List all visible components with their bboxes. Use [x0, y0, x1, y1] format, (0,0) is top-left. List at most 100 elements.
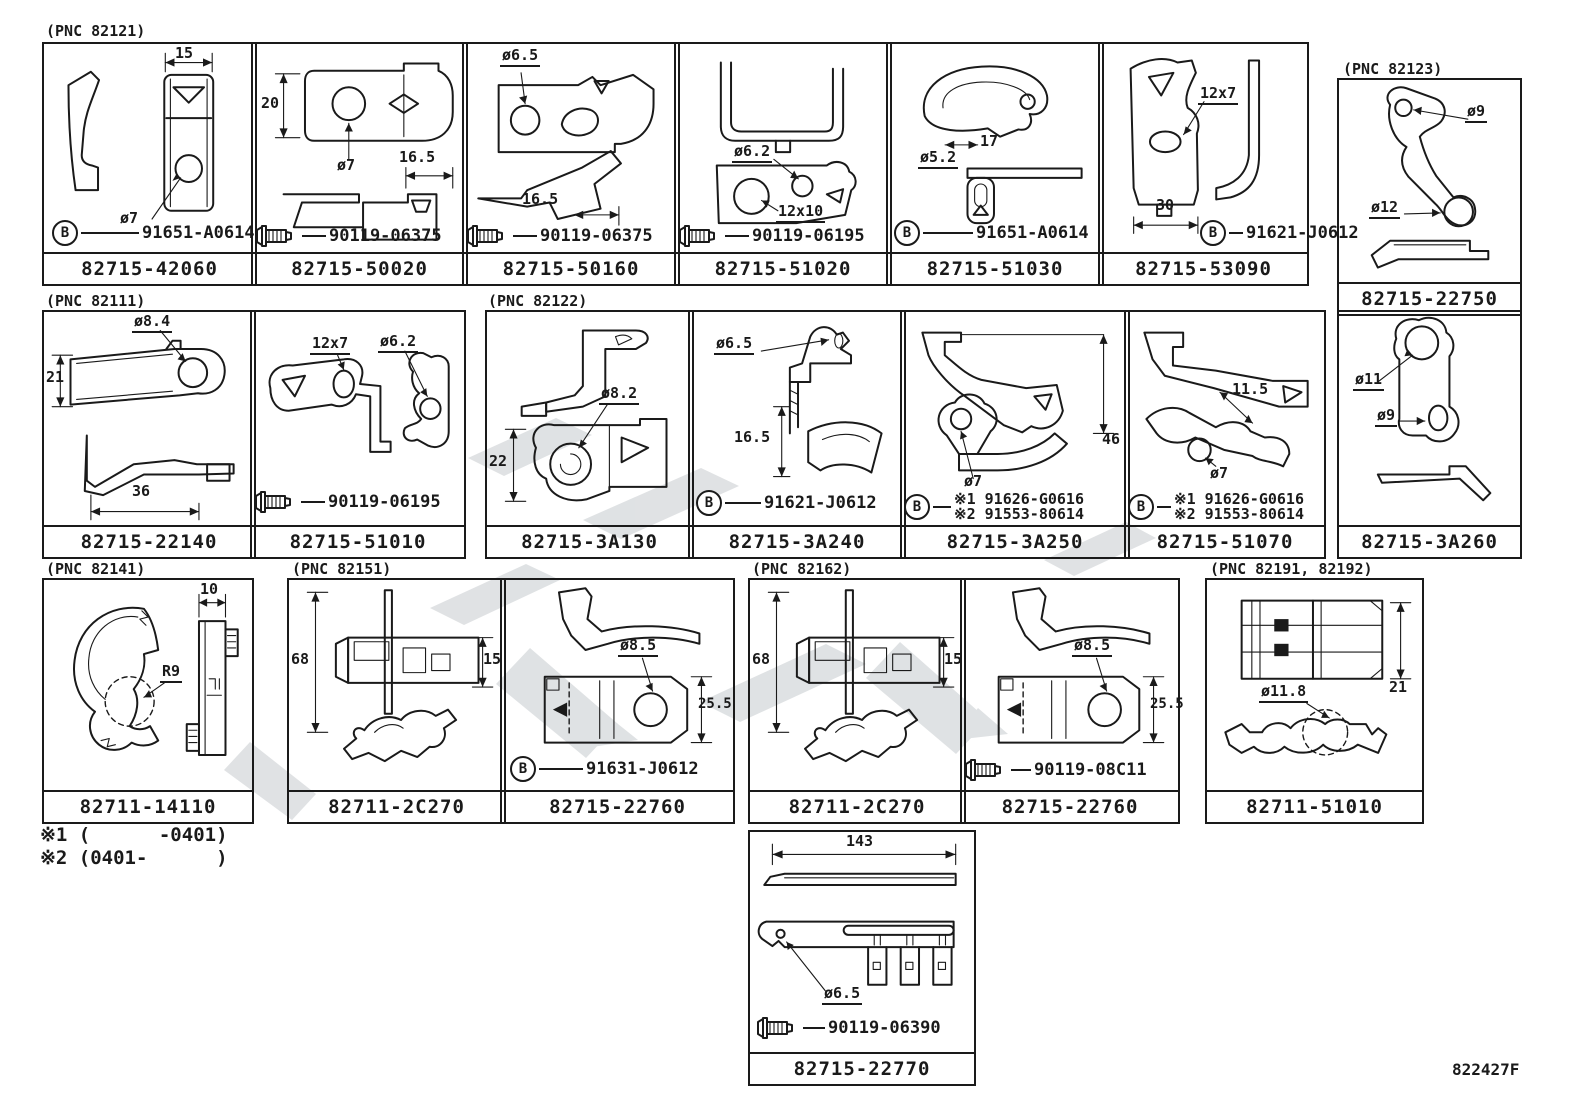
- dim-label: ø8.2: [599, 384, 640, 405]
- dim-label: ø9: [1465, 102, 1488, 123]
- part-number-band: 82711-51010: [1207, 790, 1422, 822]
- cell-82715-3A260: ø11 ø9 82715-3A260: [1337, 310, 1522, 559]
- fastener-callout: B 91651-A0614: [894, 220, 1089, 246]
- fastener-ref: 90119-06375: [329, 226, 442, 246]
- part-number: 82715-22140: [80, 531, 218, 553]
- fastener-callout: B ※1 91626-G0616 ※2 91553-80614: [1128, 492, 1304, 522]
- part-number-band: 82715-51030: [888, 252, 1102, 284]
- fastener-callout: 90119-08C11: [964, 758, 1147, 782]
- dim-label: 16.5: [522, 190, 559, 208]
- part-drawing: ø8.5 25.5 90119-08C11: [962, 580, 1184, 792]
- pnc-label-82111: (PNC 82111): [46, 292, 146, 310]
- circled-b-symbol: B: [696, 490, 722, 516]
- dim-label: ø7: [1210, 464, 1229, 482]
- dim-label: ø8.4: [132, 312, 173, 333]
- part-number-band: 82715-53090: [1100, 252, 1307, 284]
- part-number: 82715-3A240: [728, 531, 866, 553]
- dim-label: 17: [980, 132, 999, 150]
- part-drawing: 11.5 ø7 B ※1 91626-G0616 ※2 91553-80614: [1126, 312, 1324, 527]
- note-marker-1: ※1 ( -0401): [40, 824, 228, 846]
- circled-b-symbol: B: [510, 756, 536, 782]
- dim-label: 15: [483, 650, 502, 668]
- part-drawing: 15 ø7 B 91651-A0614: [44, 44, 255, 254]
- dim-label: 21: [46, 368, 65, 386]
- part-number: 82715-22760: [549, 796, 686, 818]
- dim-label: 21: [1389, 678, 1408, 696]
- part-number-band: 82715-51070: [1126, 525, 1324, 557]
- dim-label: ø5.2: [918, 148, 959, 169]
- fastener-callout: 90119-06195: [678, 224, 865, 248]
- dim-label: 12x10: [776, 202, 826, 223]
- dim-label: ø6.5: [822, 984, 863, 1005]
- cell-82715-53090: 12x7 30 B 91621-J0612 82715-53090: [1098, 42, 1359, 286]
- figure-code: 822427F: [1452, 1060, 1520, 1079]
- part-number-band: 82715-3A130: [487, 525, 692, 557]
- part-number-band: 82715-22760: [502, 790, 733, 822]
- dim-label: 25.5: [1150, 696, 1184, 712]
- cell-82715-3A130: ø8.2 22 82715-3A130: [485, 310, 694, 559]
- bolt-icon: [466, 224, 510, 248]
- part-drawing: 21 ø11.8: [1207, 580, 1422, 792]
- fastener-callout: B 91631-J0612: [510, 756, 699, 782]
- part-number-band: 82715-3A260: [1339, 525, 1520, 557]
- cell-82715-22760-a: ø8.5 25.5 B 91631-J0612 82715-22760: [500, 578, 735, 824]
- dim-label: 11.5: [1232, 380, 1269, 398]
- part-number-band: 82715-50160: [464, 252, 678, 284]
- part-number-band: 82715-3A240: [690, 525, 904, 557]
- fastener-ref: 90119-06195: [328, 492, 441, 512]
- cell-82715-3A250: 46 ø7 B ※1 91626-G0616 ※2 91553-80614 82…: [900, 310, 1130, 559]
- fastener-callout: 90119-06375: [255, 224, 442, 248]
- part-drawing: 143 ø6.5 90119-06390: [750, 832, 974, 1054]
- part-number-band: 82715-50020: [253, 252, 466, 284]
- pnc-label-82191-82192: (PNC 82191, 82192): [1210, 560, 1373, 578]
- part-number: 82715-3A260: [1361, 531, 1498, 553]
- dim-label: ø9: [1375, 406, 1398, 427]
- part-number: 82715-51030: [926, 258, 1064, 280]
- fastener-ref: ※1 91626-G0616: [1174, 490, 1304, 508]
- cell-82715-51010: 12x7 ø6.2 90119-06195 82715-51010: [250, 310, 466, 559]
- part-number-band: 82715-22760: [962, 790, 1178, 822]
- dim-label: ø11: [1353, 370, 1385, 391]
- pnc-label-82162: (PNC 82162): [752, 560, 852, 578]
- dim-label: 46: [1102, 430, 1121, 448]
- part-number-band: 82715-22140: [44, 525, 254, 557]
- fastener-callout: B 91621-J0612: [696, 490, 877, 516]
- part-number-band: 82715-22750: [1339, 282, 1520, 314]
- dim-label: 16.5: [399, 148, 436, 166]
- dim-label: ø6.2: [378, 332, 419, 353]
- dim-label: 143: [846, 832, 874, 850]
- part-drawing: 68 15: [289, 580, 504, 792]
- fastener-ref: 90119-06375: [540, 226, 653, 246]
- dim-label: ø8.5: [618, 636, 659, 657]
- dim-label: ø12: [1369, 198, 1401, 219]
- dim-label: ø7: [337, 156, 356, 174]
- pnc-label-82151: (PNC 82151): [292, 560, 392, 578]
- bolt-icon: [255, 224, 299, 248]
- dim-label: 12x7: [1198, 84, 1239, 105]
- cell-82711-2C270-a: 68 15 82711-2C270: [287, 578, 506, 824]
- part-number: 82715-22750: [1361, 288, 1498, 310]
- part-number-band: 82715-51010: [252, 525, 464, 557]
- bolt-icon: [964, 758, 1008, 782]
- part-number-band: 82711-2C270: [750, 790, 964, 822]
- fastener-callout: B ※1 91626-G0616 ※2 91553-80614: [904, 492, 1084, 522]
- fastener-ref: 91631-J0612: [586, 759, 699, 779]
- part-drawing: 17 ø5.2 B 91651-A0614: [888, 44, 1102, 254]
- dim-label: ø6.5: [714, 334, 755, 355]
- note-marker-2: ※2 (0401- ): [40, 847, 228, 869]
- part-drawing: 46 ø7 B ※1 91626-G0616 ※2 91553-80614: [902, 312, 1128, 527]
- cell-82711-51010: 21 ø11.8 82711-51010: [1205, 578, 1424, 824]
- part-drawing: ø8.2 22: [487, 312, 692, 527]
- pnc-label-82122: (PNC 82122): [488, 292, 588, 310]
- part-number: 82715-53090: [1135, 258, 1272, 280]
- part-number: 82715-50160: [502, 258, 640, 280]
- cell-82715-22140: ø8.4 21 36 82715-22140: [42, 310, 256, 559]
- cell-82715-51030: 17 ø5.2 B 91651-A0614 82715-51030: [886, 42, 1104, 286]
- part-drawing: 10 R9: [44, 580, 252, 792]
- fastener-ref: ※2 91553-80614: [954, 505, 1084, 523]
- fastener-ref: ※2 91553-80614: [1174, 505, 1304, 523]
- pnc-label-82121: (PNC 82121): [46, 22, 146, 40]
- part-number: 82711-14110: [79, 796, 217, 818]
- fastener-ref: 91621-J0612: [764, 493, 877, 513]
